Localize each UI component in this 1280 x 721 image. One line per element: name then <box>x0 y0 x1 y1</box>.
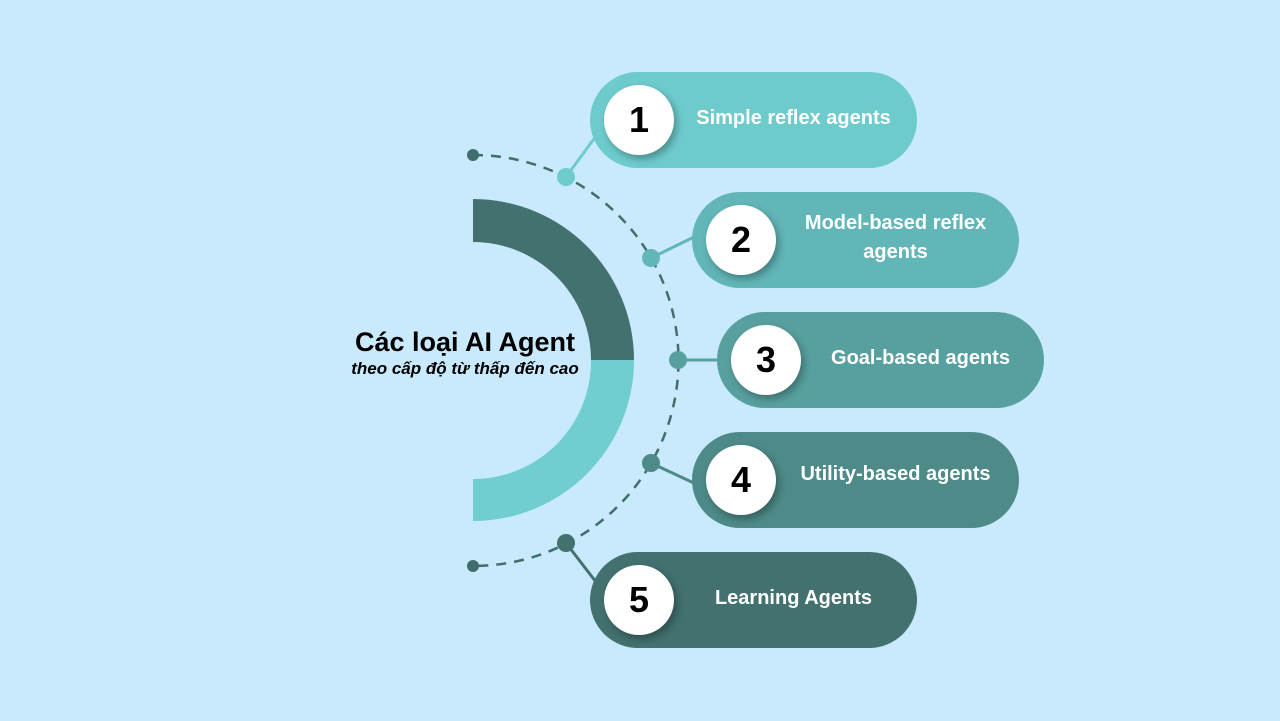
arc-end-dot-bottom <box>467 560 479 572</box>
agent-number-2: 2 <box>706 205 776 275</box>
agent-label-3: Goal-based agents <box>831 346 1010 369</box>
node-dot-3 <box>669 351 687 369</box>
node-dot-4 <box>642 454 660 472</box>
node-dot-2 <box>642 249 660 267</box>
agent-label-2: Model-based reflex agents <box>804 212 987 263</box>
diagram-subtitle: theo cấp độ từ thấp đến cao <box>351 359 579 378</box>
arc-bottom-light <box>473 360 634 521</box>
arc-top-dark <box>473 199 634 360</box>
agent-number-1: 1 <box>604 85 674 155</box>
agent-number-5: 5 <box>604 565 674 635</box>
agent-number-4: 4 <box>706 445 776 515</box>
agent-label-1: Simple reflex agents <box>696 106 891 129</box>
agent-pill-5: 5 Learning Agents <box>590 552 917 648</box>
node-dot-5 <box>557 534 575 552</box>
agent-pill-3: 3 Goal-based agents <box>717 312 1044 408</box>
arc-end-dot-top <box>467 149 479 161</box>
agent-pill-2: 2 Model-based reflex agents <box>692 192 1019 288</box>
agent-label-4: Utility-based agents <box>800 462 991 485</box>
agent-pill-4: 4 Utility-based agents <box>692 432 1019 528</box>
agent-pill-1: 1 Simple reflex agents <box>590 72 917 168</box>
diagram-title: Các loại AI Agent <box>354 327 576 357</box>
diagram-title-block: Các loại AI Agent theo cấp độ từ thấp đế… <box>300 326 630 380</box>
agent-label-5: Learning Agents <box>714 586 873 609</box>
node-dot-1 <box>557 168 575 186</box>
agent-number-3: 3 <box>731 325 801 395</box>
